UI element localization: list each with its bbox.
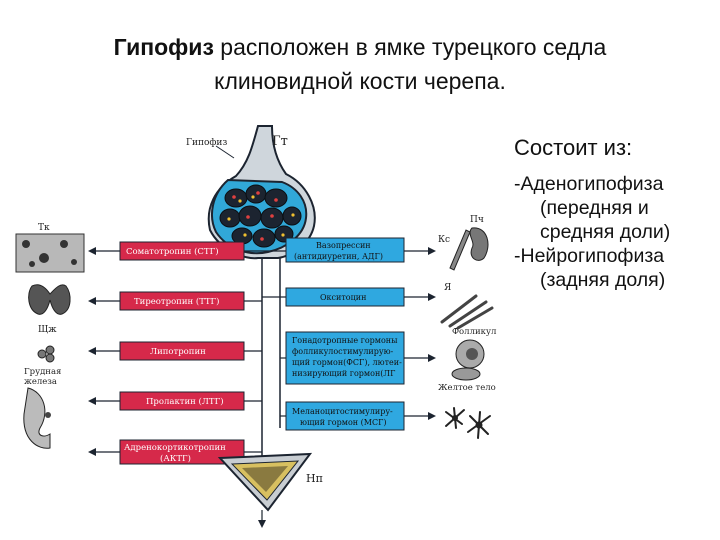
- left-hormone-boxes: Соматотропин (СТГ) Тиреотропин (ТТГ) Лип…: [119, 241, 245, 465]
- title-line-2: клиновидной кости черепа.: [214, 68, 506, 94]
- composition-item-adenohypophysis: -Аденогипофиза (передняя и средняя доли): [514, 173, 671, 243]
- pituitary-hormone-diagram: Гипофиз Гт Соматотропин (СТГ) Тиреотропи…: [15, 125, 497, 528]
- muscle-fibers-image: [440, 294, 494, 330]
- label-np: Нп: [306, 472, 323, 485]
- title-bold-word: Гипофиз: [113, 34, 214, 60]
- left-box-3: Липотропин: [150, 347, 206, 357]
- right-box-3a: Гонадотропные гормоны: [292, 336, 398, 345]
- label-tk: Тк: [38, 223, 50, 233]
- label-ks: Кс: [438, 235, 450, 245]
- right-box-3c: щий гормон(ФСГ), лютеи-: [292, 358, 402, 367]
- adrenal-image: [37, 345, 55, 363]
- tissue-image: [15, 233, 85, 273]
- left-box-1: Соматотропин (СТГ): [126, 246, 219, 257]
- label-grudnaya: Грудная: [24, 367, 61, 377]
- right-box-1a: Вазопрессин: [316, 241, 371, 250]
- left-box-5b: (АКТГ): [160, 453, 191, 464]
- right-box-1b: (антидиуретин, АДГ): [294, 252, 383, 261]
- kidney-image: [469, 227, 489, 261]
- right-box-4a: Меланоцитостимулиру-: [292, 407, 393, 416]
- left-box-5a: Адренокортикотропин: [124, 443, 226, 453]
- slide-title: Гипофиз расположен в ямке турецкого седл…: [0, 30, 720, 98]
- composition-panel: Состоит из: -Аденогипофиза (передняя и с…: [514, 136, 720, 292]
- neurohypophysis: [217, 452, 313, 512]
- composition-item-neurohypophysis: -Нейрогипофиза (задняя доля): [514, 245, 666, 291]
- right-box-2: Окситоцин: [320, 293, 366, 302]
- composition-heading: Состоит из:: [514, 135, 633, 160]
- melanocytes-image: [445, 407, 491, 439]
- label-zheltoe: Желтое тело: [438, 383, 496, 393]
- label-pch: Пч: [470, 215, 484, 225]
- right-box-3b: фолликулостимулирую-: [292, 347, 394, 356]
- title-line-1-rest: расположен в ямке турецкого седла: [213, 34, 607, 60]
- pituitary-gland: [207, 125, 316, 260]
- bone-image: [449, 229, 471, 271]
- right-box-4b: ющий гормон (МСГ): [300, 418, 387, 427]
- right-hormone-boxes: Вазопрессин (антидиуретин, АДГ) Окситоци…: [285, 237, 405, 431]
- label-zheleza: железа: [24, 377, 57, 387]
- corpus-luteum-image: [451, 367, 481, 381]
- label-follikul: Фолликул: [452, 327, 497, 337]
- label-ya: Я: [444, 283, 451, 293]
- thyroid-image: [28, 284, 71, 315]
- label-gipofiz: Гипофиз: [186, 138, 227, 148]
- breast-image: [23, 387, 51, 449]
- title-line-1: Гипофиз расположен в ямке турецкого седл…: [0, 30, 720, 64]
- left-box-2: Тиреотропин (ТТГ): [134, 296, 219, 307]
- right-box-3d: низирующий гормон(ЛГ: [292, 369, 395, 378]
- label-gt: Гт: [272, 134, 288, 149]
- label-shch: Щж: [38, 325, 57, 335]
- left-box-4: Пролактин (ЛТГ): [146, 396, 224, 407]
